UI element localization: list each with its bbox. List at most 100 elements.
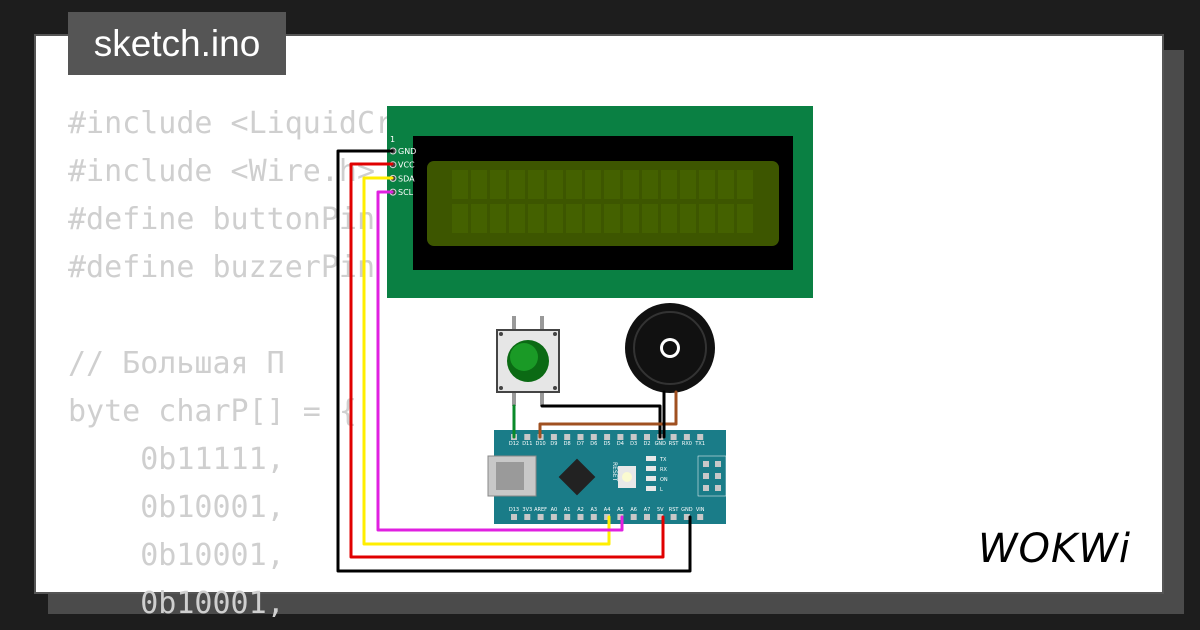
wire-vcc[interactable] xyxy=(349,162,665,559)
wire-sda[interactable] xyxy=(362,176,611,546)
lcd-pin-label: VCC xyxy=(398,161,415,170)
header-pin[interactable] xyxy=(617,434,624,440)
pin-label: A1 xyxy=(564,507,571,513)
mcu-chip xyxy=(558,458,596,496)
header-pin[interactable] xyxy=(564,434,571,440)
header-pin[interactable] xyxy=(683,434,690,440)
code-line: 0b10001, xyxy=(68,490,285,525)
lcd-cell xyxy=(490,204,506,233)
pin-label: TX1 xyxy=(694,441,705,447)
status-led xyxy=(646,486,656,491)
header-pin[interactable] xyxy=(644,434,650,440)
wokwi-logo: WOKWi xyxy=(978,526,1131,572)
header-pin[interactable] xyxy=(590,434,597,440)
icsp-pin[interactable] xyxy=(703,485,709,491)
icsp-pin[interactable] xyxy=(715,485,721,491)
file-tab[interactable]: sketch.ino xyxy=(68,12,286,75)
lcd-pin-label: SDA xyxy=(398,174,415,183)
header-pin[interactable] xyxy=(524,514,531,520)
header-pin[interactable] xyxy=(564,514,571,520)
header-pin[interactable] xyxy=(537,514,544,520)
wire-button-gnd[interactable] xyxy=(540,404,662,439)
lcd-cell xyxy=(452,204,468,233)
icsp-pin[interactable] xyxy=(703,473,709,479)
lcd-cell xyxy=(718,170,734,199)
icsp-pin[interactable] xyxy=(715,473,721,479)
header-pin[interactable] xyxy=(550,434,557,440)
button-corner xyxy=(553,332,557,336)
header-pin[interactable] xyxy=(657,514,664,520)
lcd-cell xyxy=(718,204,734,233)
header-pin[interactable] xyxy=(577,434,584,440)
pin-label: D11 xyxy=(522,441,532,447)
header-pin[interactable] xyxy=(630,434,637,440)
header-pin[interactable] xyxy=(683,514,690,520)
lcd-cell xyxy=(737,204,753,233)
lcd-cell xyxy=(699,204,715,233)
header-pin[interactable] xyxy=(617,514,624,520)
lcd-cell xyxy=(699,170,715,199)
button-corner xyxy=(499,386,503,390)
lcd-cell xyxy=(509,204,525,233)
push-button[interactable] xyxy=(496,316,560,406)
buzzer[interactable] xyxy=(625,303,715,393)
header-pin[interactable] xyxy=(604,514,611,520)
lcd-cell xyxy=(547,204,563,233)
pin-label: 5V xyxy=(657,507,664,513)
pin-label: RST xyxy=(669,507,680,513)
led-label: RX xyxy=(660,467,667,473)
reset-label: RESET xyxy=(611,462,618,482)
wire-buzzer-signal[interactable] xyxy=(538,390,678,439)
reset-button-cap xyxy=(622,472,632,482)
header-pin[interactable] xyxy=(670,434,677,440)
pin-label: 3V3 xyxy=(522,507,532,513)
pin-label: RST xyxy=(669,441,680,447)
pin-label: A3 xyxy=(590,507,597,513)
lcd-cell xyxy=(490,170,506,199)
lcd-cell xyxy=(585,204,601,233)
pin-label: A6 xyxy=(630,507,637,513)
lcd-cell xyxy=(471,170,487,199)
header-pin[interactable] xyxy=(630,514,637,520)
lcd-cell xyxy=(604,170,620,199)
wire-gnd[interactable] xyxy=(336,149,692,573)
lcd-cell xyxy=(661,204,677,233)
pin-label: GND xyxy=(655,441,667,447)
header-pin[interactable] xyxy=(511,514,517,520)
lcd-cell xyxy=(623,170,639,199)
icsp-pin[interactable] xyxy=(703,461,709,467)
lcd-cell xyxy=(471,204,487,233)
lcd-cell xyxy=(737,170,753,199)
lcd-cell xyxy=(566,204,582,233)
wire-scl[interactable] xyxy=(376,190,624,532)
header-pin[interactable] xyxy=(697,434,704,440)
pin-label: D6 xyxy=(590,441,597,447)
led-label: TX xyxy=(659,457,667,463)
header-pin[interactable] xyxy=(670,514,677,520)
pin-label: A7 xyxy=(644,507,651,513)
header-pin[interactable] xyxy=(577,514,584,520)
header-pin[interactable] xyxy=(550,514,557,520)
header-pin[interactable] xyxy=(604,434,611,440)
button-leg xyxy=(512,392,516,406)
header-pin[interactable] xyxy=(524,434,531,440)
led-label: L xyxy=(660,487,663,493)
code-line: 0b11111, xyxy=(68,442,285,477)
pin-label: D7 xyxy=(577,441,584,447)
lcd-cell xyxy=(623,204,639,233)
code-line: 0b10001, xyxy=(68,586,285,621)
icsp-pin[interactable] xyxy=(715,461,721,467)
pin-label: A4 xyxy=(604,507,611,513)
lcd-cell xyxy=(680,204,696,233)
header-pin[interactable] xyxy=(644,514,650,520)
header-pin[interactable] xyxy=(590,514,597,520)
header-pin[interactable] xyxy=(697,514,704,520)
button-leg xyxy=(540,392,544,406)
pin-label: D10 xyxy=(535,441,545,447)
code-line: byte charP[] = { xyxy=(68,394,357,429)
